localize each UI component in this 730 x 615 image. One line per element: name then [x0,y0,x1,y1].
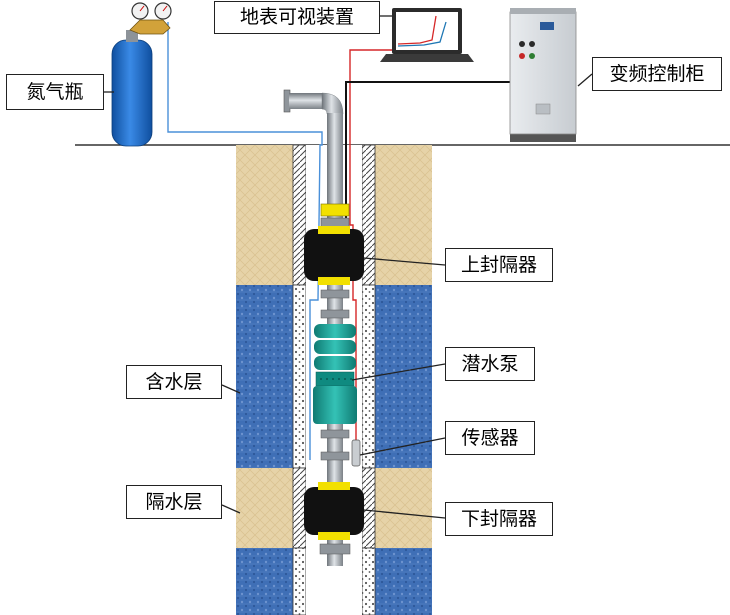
pump-stage-3 [314,356,356,370]
vfd-control-cabinet [509,8,577,142]
signal-cable [349,49,392,440]
label-sensor: 传感器 [445,421,535,455]
riser-pipe [283,89,350,229]
wall-left-gravel-2 [292,547,307,615]
leader-lines [104,15,593,519]
wall-left-gravel [292,284,307,469]
regulator-body [129,19,171,35]
aquitard-lower-left [236,468,293,548]
strata-right [375,145,432,615]
aquitard-upper-right [375,145,432,285]
laptop-keyboard [380,54,474,62]
upper-packer-ring-top [318,226,350,234]
lower-packer-ring-top [318,482,350,490]
borehole-wall [292,144,376,615]
cabinet-lamp-1 [519,41,525,47]
leader-vfd-cabinet [577,73,593,87]
aquifer-bottom-right [375,548,432,615]
upper-packer [304,226,364,285]
leader-pump [351,363,446,381]
label-nitrogen-bottle: 氮气瓶 [6,74,104,110]
pump-stage-2 [314,340,356,354]
pump-stage-1 [314,324,356,338]
leader-upper-packer [363,257,446,266]
lower-packer-body [304,487,364,535]
pump-motor [313,386,357,424]
cabinet-lamp-3 [519,53,525,59]
nitrogen-gas-line [167,22,323,460]
tail-pipe-cap [319,543,351,555]
cabinet-body [509,11,577,135]
label-aquitard: 隔水层 [126,485,222,519]
power-cable [345,81,512,222]
screen-curve-red [397,15,437,45]
strata-left [236,145,293,615]
aquitard-upper-left [236,145,293,285]
pipe-elbow [321,92,344,115]
label-vfd-cabinet: 变频控制柜 [592,57,722,91]
label-aquifer: 含水层 [126,365,222,399]
leader-sensor [359,437,446,456]
lower-pipe [320,424,350,484]
cabinet-lamp-4 [529,53,535,59]
lower-packer [304,482,364,540]
mid-coupling-1 [320,289,350,299]
cabinet-lamp-2 [529,41,535,47]
upper-packer-body [304,229,364,281]
tail-pipe [319,540,351,566]
cabinet-top [510,8,576,14]
mid-pipe [320,285,350,325]
leader-lower-packer [363,509,446,519]
aquitard-lower-right [375,468,432,548]
surface-display-device [380,8,474,62]
mid-coupling-2 [320,309,350,319]
discharge-pipe-horizontal [289,93,323,109]
lower-coupling-1 [320,429,350,439]
label-upper-packer: 上封隔器 [445,248,553,282]
riser-pipe-vertical [327,113,343,225]
nitrogen-cylinder [111,2,172,147]
wall-right-gravel-2 [361,547,376,615]
pressure-sensor [351,439,361,467]
cabinet-vent [535,103,551,115]
aquifer-right [375,285,432,468]
lower-coupling-2 [320,451,350,461]
lower-packer-ring-bottom [318,532,350,540]
label-surface-display: 地表可视装置 [214,1,380,34]
cabinet-plinth [510,132,576,142]
label-submersible-pump: 潜水泵 [445,347,535,381]
pipe-coupling-yellow [320,203,350,217]
leader-aquifer [221,384,241,394]
cylinder-neck [126,30,138,42]
cabinet-display [540,22,554,30]
screen-curve-blue [397,21,447,47]
label-lower-packer: 下封隔器 [445,502,553,536]
submersible-pump [313,324,357,424]
aquifer-bottom-left [236,548,293,615]
leader-aquitard [221,504,241,514]
upper-packer-ring-bottom [318,277,350,285]
aquifer-left [236,285,293,468]
cylinder-body [111,39,153,147]
